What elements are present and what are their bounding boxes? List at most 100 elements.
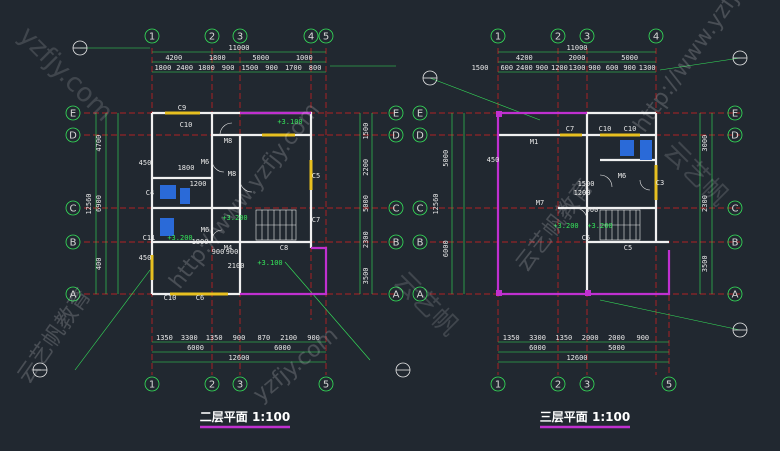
plan2-bottom-axis-1 — [490, 376, 506, 392]
plan2-top-axis-4 — [648, 28, 664, 44]
plan2-room-label: C7 — [566, 125, 574, 133]
plan1-top-axis-2-label: 2 — [209, 32, 215, 43]
plan2-misc-dim: 900 — [586, 206, 599, 214]
plan2-room-label: +3.200 — [587, 222, 612, 230]
plan2-left-axis-C-label: C — [417, 204, 424, 215]
plan1-room-label: C5 — [312, 172, 320, 180]
plan2-right-axis-B — [727, 234, 743, 250]
plan1-bottom-axis-5-label: 5 — [323, 380, 329, 391]
plan2-right-axis-D — [727, 127, 743, 143]
plan1-top-dim2: 900 — [222, 64, 235, 72]
plan2-right-axis-E — [727, 105, 743, 121]
plan1-bottom-dim: 1350 — [156, 334, 173, 342]
plan1-left-axis-B — [65, 234, 81, 250]
plan1-overall-top: 11000 — [228, 44, 249, 52]
plan1-right-dim: 2300 — [362, 231, 370, 248]
plan1-room-label: C8 — [280, 244, 288, 252]
plan-third-floor — [429, 48, 741, 375]
plan2-right-axis-C — [727, 200, 743, 216]
plan2-room-label: M6 — [618, 172, 626, 180]
plan-second-floor — [74, 47, 396, 375]
plan1-top-axis-3 — [232, 28, 248, 44]
plan2-left-axis-A-label: A — [417, 290, 424, 301]
plan1-room-label: +3.100 — [257, 259, 282, 267]
plan1-room-label: C6 — [196, 294, 204, 302]
plan2-bottom-axis-5-label: 5 — [666, 380, 672, 391]
plan1-top-dim: 5000 — [252, 54, 269, 62]
plan1-left-axis-C-label: C — [70, 204, 77, 215]
plan1-bottom-axis-3-label: 3 — [237, 380, 243, 391]
plan1-bottom-axis-3 — [232, 376, 248, 392]
watermark-text: 云艺帆 — [657, 136, 733, 212]
plan2-bottom-dim: 1350 — [555, 334, 572, 342]
plan2-top-dim: 2000 — [569, 54, 586, 62]
plan2-bottom-dim: 2000 — [582, 334, 599, 342]
plan1-room-label: C4 — [146, 189, 154, 197]
plan2-left-axis-C — [412, 200, 428, 216]
watermark-text: 云艺帆 — [387, 266, 463, 342]
plan2-right-axis-D-label: D — [731, 131, 739, 142]
plan2-misc-dim: 450 — [487, 156, 500, 164]
plan1-bottom-dim: 1350 — [206, 334, 223, 342]
plan1-room-label: M6 — [201, 226, 209, 234]
plan2-bottom-axis-3 — [579, 376, 595, 392]
plan2-top-dim2: 900 — [588, 64, 601, 72]
plan1-room-label: +3.100 — [277, 118, 302, 126]
plan1-left-axis-A-label: A — [70, 290, 77, 301]
plan2-room-label: M1 — [530, 138, 538, 146]
plan1-left-dim: 4700 — [95, 135, 103, 152]
plan1-misc-dim: 1800 — [192, 238, 209, 246]
plan2-bottom-axis-1-label: 1 — [495, 380, 501, 391]
plan1-misc-dim: 1800 — [178, 164, 195, 172]
fixtures-1 — [160, 185, 190, 236]
plan1-top-axis-1 — [144, 28, 160, 44]
plan2-top-dim: 5000 — [621, 54, 638, 62]
plan2-top-axis-2-label: 2 — [555, 32, 561, 43]
fixtures-2 — [620, 140, 652, 160]
plan1-top-dim: 1000 — [296, 54, 313, 62]
stair-1 — [255, 209, 297, 241]
plan2-bottom-dim: 1350 — [503, 334, 520, 342]
plan1-overall-bottom: 12600 — [228, 354, 249, 362]
plan2-room-label: M7 — [536, 199, 544, 207]
plan2-overall-top: 11000 — [566, 44, 587, 52]
plan2-right-axis-A-label: A — [732, 290, 739, 301]
plan1-left-axis-C — [65, 200, 81, 216]
watermark-text: 云艺帆教育 — [511, 175, 598, 277]
plan1-room-label: C10 — [164, 294, 177, 302]
plan1-bottom-axis-2-label: 2 — [209, 380, 215, 391]
plan1-right-axis-B — [388, 234, 404, 250]
plan1-room-label: C11 — [143, 234, 156, 242]
plan2-top-dim2: 900 — [536, 64, 549, 72]
plan1-misc-dim: 450 — [139, 254, 152, 262]
plan1-bottom-dim: 3300 — [181, 334, 198, 342]
plan1-left-axis-B-label: B — [70, 238, 77, 249]
plan1-left-axis-E-label: E — [70, 109, 76, 120]
plan1-right-axis-A-label: A — [393, 290, 400, 301]
plan2-left-axis-B — [412, 234, 428, 250]
plan1-room-label: M4 — [224, 244, 232, 252]
plan2-room-label: C10 — [599, 125, 612, 133]
plan1-top-axis-5-label: 5 — [323, 32, 329, 43]
plan2-left-axis-D — [412, 127, 428, 143]
plan2-top-axis-4-label: 4 — [653, 32, 659, 43]
plan1-misc-dim: 1200 — [190, 180, 207, 188]
plan1-bottom-dim: 900 — [307, 334, 320, 342]
plan1-top-dim2: 1800 — [154, 64, 171, 72]
plan1-bottom-axis-5 — [318, 376, 334, 392]
plan2-right-dim: 2300 — [701, 195, 709, 212]
plan2-left-axis-D-label: D — [416, 131, 424, 142]
plan2-top-dim2: 1200 — [551, 64, 568, 72]
watermark-text: 云艺帆教育 — [13, 284, 97, 388]
plan2-right-axis-E-label: E — [732, 109, 738, 120]
plan1-misc-dim: 900 — [226, 248, 239, 256]
plan2-room-label: C3 — [656, 179, 664, 187]
plan1-room-label: C7 — [312, 216, 320, 224]
plan2-top-dim2: 600 — [606, 64, 619, 72]
plan2-left-axis-A — [412, 286, 428, 302]
plan1-room-label: C9 — [178, 104, 186, 112]
plan2-caption: 三层平面 1:100 — [540, 410, 630, 424]
plan2-right-dim: 3000 — [701, 135, 709, 152]
dimension-lines-2 — [429, 51, 741, 363]
